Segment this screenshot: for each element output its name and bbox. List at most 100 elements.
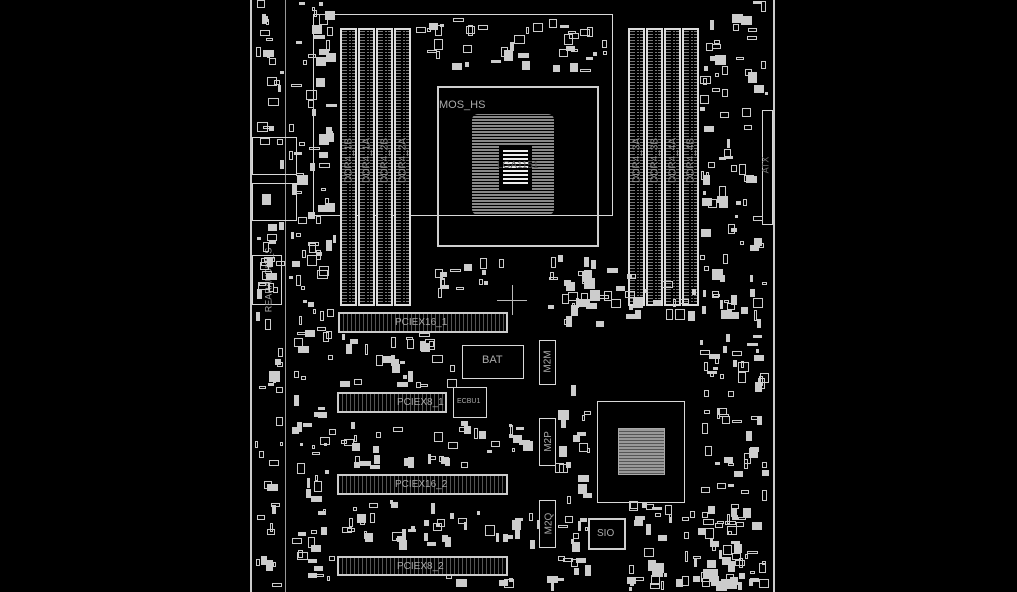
smd-component xyxy=(762,470,770,477)
smd-component xyxy=(271,582,282,587)
smd-component xyxy=(518,52,530,58)
smd-component xyxy=(750,289,756,298)
smd-component xyxy=(716,583,725,588)
smd-component xyxy=(632,296,643,308)
dimm-slot-left-2[interactable]: DDR4_2B xyxy=(376,28,393,306)
smd-component xyxy=(424,339,435,351)
smd-component xyxy=(750,446,760,452)
smd-component xyxy=(719,373,724,379)
sio-chip[interactable] xyxy=(588,518,626,550)
battery-outline[interactable] xyxy=(462,345,524,379)
smd-component xyxy=(277,348,283,358)
smd-component xyxy=(273,287,279,294)
smd-component xyxy=(369,464,380,469)
dimm-slot-left-0[interactable]: DDR4_1B xyxy=(340,28,357,306)
smd-component xyxy=(710,19,714,30)
smd-component xyxy=(456,579,468,588)
smd-component xyxy=(522,60,531,70)
smd-component xyxy=(585,526,589,531)
smd-component xyxy=(277,84,281,92)
pciex8-2-slot[interactable]: PCIEX8_2 xyxy=(337,556,508,576)
smd-component xyxy=(754,309,758,321)
smd-component xyxy=(479,258,487,270)
socket-label: LGA1151 xyxy=(497,160,539,171)
dimm-label: DDR4_4B xyxy=(685,137,696,184)
smd-component xyxy=(627,273,637,279)
ecbu1-chip[interactable] xyxy=(453,387,487,418)
smd-component xyxy=(750,570,756,574)
smd-component xyxy=(280,160,285,170)
smd-component xyxy=(316,215,322,224)
dimm-label: DDR4_3B xyxy=(649,137,660,184)
dimm-slot-right-1[interactable]: DDR4_3B xyxy=(646,28,663,306)
smd-component xyxy=(560,417,566,429)
smd-component xyxy=(710,576,719,587)
rear-audio-outline[interactable] xyxy=(252,255,282,305)
smd-component xyxy=(513,34,525,44)
smd-component xyxy=(399,540,408,551)
smd-component xyxy=(372,445,379,453)
smd-component xyxy=(577,474,589,482)
smd-component xyxy=(383,356,392,364)
smd-component xyxy=(325,39,330,51)
io-connector-1[interactable] xyxy=(252,137,297,175)
m2p-connector[interactable] xyxy=(539,418,556,466)
smd-component xyxy=(365,344,369,356)
smd-component xyxy=(500,46,508,57)
cpu-socket-outline[interactable] xyxy=(437,86,599,247)
smd-component xyxy=(603,51,608,56)
atx-connector[interactable] xyxy=(762,110,773,225)
smd-component xyxy=(762,281,768,285)
smd-component xyxy=(680,298,690,304)
smd-component xyxy=(596,321,605,328)
pciex16-2-slot[interactable]: PCIEX16_2 xyxy=(337,474,508,495)
m2m-connector[interactable] xyxy=(539,340,556,385)
smd-component xyxy=(273,79,280,85)
smd-component xyxy=(585,57,593,61)
smd-component xyxy=(397,381,409,387)
smd-component xyxy=(745,69,753,77)
smd-component xyxy=(658,534,668,541)
pciex8-1-slot[interactable]: PCIEX8_1 xyxy=(337,392,447,413)
smd-component xyxy=(504,49,514,61)
smd-component xyxy=(487,450,492,454)
smd-component xyxy=(702,306,707,315)
smd-component xyxy=(297,422,303,433)
pciex16-2-label: PCIEX16_2 xyxy=(395,479,448,490)
smd-component xyxy=(269,459,280,466)
smd-component xyxy=(255,311,260,321)
smd-component xyxy=(529,513,534,522)
smd-component xyxy=(703,265,709,271)
smd-component xyxy=(583,257,589,268)
chipset-bga[interactable] xyxy=(618,428,665,475)
smd-component xyxy=(705,43,713,52)
smd-component xyxy=(731,420,742,424)
pciex16-1-slot[interactable]: PCIEX16_1 xyxy=(338,312,508,333)
smd-component xyxy=(267,234,278,242)
smd-component xyxy=(660,581,664,591)
smd-component xyxy=(291,84,303,88)
smd-component xyxy=(460,421,468,427)
smd-component xyxy=(332,234,336,243)
smd-component xyxy=(725,521,737,526)
dimm-slot-left-1[interactable]: DDR4_1A xyxy=(358,28,375,306)
smd-component xyxy=(728,560,736,572)
dimm-slot-right-0[interactable]: DDR4_3A xyxy=(628,28,645,306)
smd-component xyxy=(719,549,723,559)
smd-component xyxy=(318,152,328,159)
smd-component xyxy=(305,488,311,498)
dimm-slot-right-2[interactable]: DDR4_4A xyxy=(664,28,681,306)
io-connector-2[interactable] xyxy=(252,183,297,221)
smd-component xyxy=(390,501,398,508)
smd-component xyxy=(557,409,569,420)
smd-component xyxy=(439,285,449,290)
smd-component xyxy=(299,442,303,446)
smd-component xyxy=(664,573,668,578)
smd-component xyxy=(298,216,308,224)
dimm-slot-right-3[interactable]: DDR4_4B xyxy=(682,28,699,306)
dimm-slot-left-3[interactable]: DDR4_2A xyxy=(394,28,411,306)
smd-component xyxy=(289,275,294,279)
smd-component xyxy=(732,14,743,24)
board-edge-left-inner xyxy=(285,0,286,592)
